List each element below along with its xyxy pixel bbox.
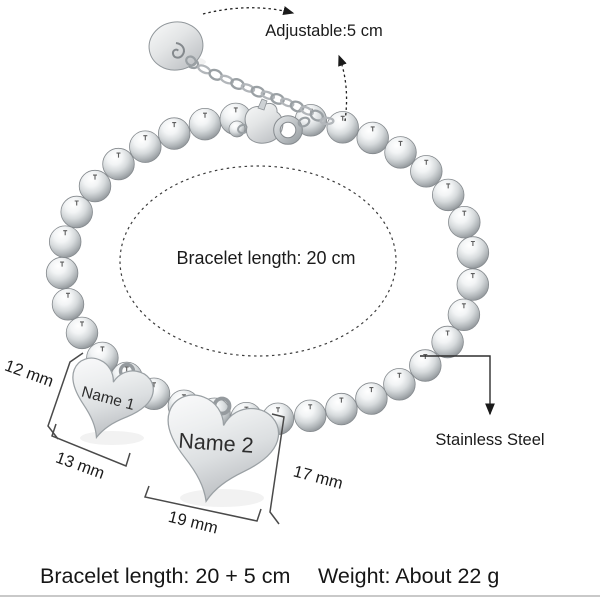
bead-reflection-mark <box>461 303 466 309</box>
bead-reflection-mark <box>339 397 344 403</box>
disc-link <box>185 55 197 67</box>
bead-reflection-mark <box>124 366 129 372</box>
bead <box>157 117 191 150</box>
bead-reflection-mark <box>462 210 467 216</box>
bead <box>78 169 112 203</box>
bead <box>326 111 359 144</box>
bead <box>355 382 388 415</box>
bracelet-length-label: Bracelet length: 20 cm <box>176 248 356 268</box>
bead <box>448 205 481 239</box>
extension-chain <box>184 56 335 126</box>
bead-reflection-mark <box>203 112 207 118</box>
bead-reflection-mark <box>370 126 375 132</box>
bead <box>384 136 417 169</box>
bead <box>432 178 465 212</box>
chain-link <box>289 100 305 113</box>
chain-link <box>230 78 245 90</box>
bead-ring <box>45 102 490 436</box>
bead-reflection-mark <box>93 174 97 180</box>
chain-link <box>319 116 335 126</box>
adjustable-arrow-right <box>338 54 348 122</box>
bead-reflection-mark <box>445 330 450 336</box>
bead-reflection-mark <box>308 404 313 410</box>
clasp-ring-outline-outer <box>273 115 303 145</box>
clasp-ring-outline-inner <box>279 121 297 139</box>
bead-reflection-mark <box>446 183 451 189</box>
chain-link <box>250 85 266 98</box>
bead <box>129 130 162 163</box>
chain-link <box>279 97 295 108</box>
bead-reflection-mark <box>470 240 475 246</box>
bead-reflection-mark <box>423 353 428 359</box>
bead <box>410 155 443 188</box>
bead-reflection-mark <box>80 321 84 327</box>
annotations <box>47 6 495 525</box>
adjustable-arrow-left <box>202 6 295 15</box>
material-label: Stainless Steel <box>435 430 545 449</box>
adjustable-label: Adjustable:5 cm <box>265 21 383 40</box>
bead <box>431 325 464 359</box>
small-heart-charm <box>72 357 154 440</box>
inner-length-dashed-ellipse <box>119 165 397 357</box>
bead-reflection-mark <box>369 387 374 393</box>
bead-reflection-mark <box>233 107 238 113</box>
large-heart-charm <box>167 394 280 503</box>
disc-tag <box>148 21 204 71</box>
end-bead <box>228 120 246 138</box>
disc-charm <box>148 21 204 71</box>
material-arrow <box>420 355 495 416</box>
bead-reflection-mark <box>74 200 79 206</box>
bead <box>65 316 99 350</box>
bead <box>60 195 93 229</box>
charm-large-engraving: Name 2 <box>177 428 255 458</box>
bead <box>48 225 82 258</box>
bead-reflection-mark <box>66 292 70 298</box>
bead <box>447 298 481 332</box>
bead-reflection-mark <box>276 407 280 413</box>
bead <box>294 399 327 433</box>
bead <box>51 288 85 321</box>
bead <box>325 392 358 426</box>
bead <box>383 368 416 401</box>
dim-bracket-19mm <box>144 485 262 522</box>
footer-weight-text: Weight: About 22 g <box>318 564 500 588</box>
footer-divider-line <box>0 595 600 597</box>
bead-reflection-mark <box>100 346 105 352</box>
bead-reflection-mark <box>143 135 148 141</box>
bead-reflection-mark <box>424 159 429 165</box>
bead <box>356 121 389 155</box>
clasp-chain-link <box>297 116 311 128</box>
bead-reflection-mark <box>63 230 68 236</box>
bead-reflection-mark <box>60 261 65 267</box>
bead-reflection-mark <box>116 152 121 158</box>
chain-link <box>260 90 276 101</box>
bead <box>102 147 135 181</box>
dim-bracket-17mm <box>269 413 285 525</box>
chain-link <box>270 92 285 105</box>
chain-link <box>240 83 256 93</box>
bead <box>456 268 490 301</box>
clasp-ring <box>273 115 303 145</box>
chain-link <box>219 74 234 85</box>
clasp-trigger <box>257 98 268 111</box>
dim-bracket-13mm <box>51 423 131 468</box>
bead-reflection-mark <box>397 372 402 378</box>
chain-link <box>299 105 314 116</box>
heart-charms <box>72 357 280 503</box>
footer-length-text: Bracelet length: 20 + 5 cm <box>40 564 291 588</box>
bead-reflection-mark <box>470 273 475 279</box>
bead-reflection-mark <box>340 115 345 121</box>
bead <box>456 236 490 269</box>
lobster-clasp <box>237 98 311 145</box>
bead-reflection-mark <box>172 122 177 128</box>
bead <box>409 349 442 382</box>
bead-reflection-mark <box>398 140 403 146</box>
disc-bail-curl <box>171 42 185 59</box>
